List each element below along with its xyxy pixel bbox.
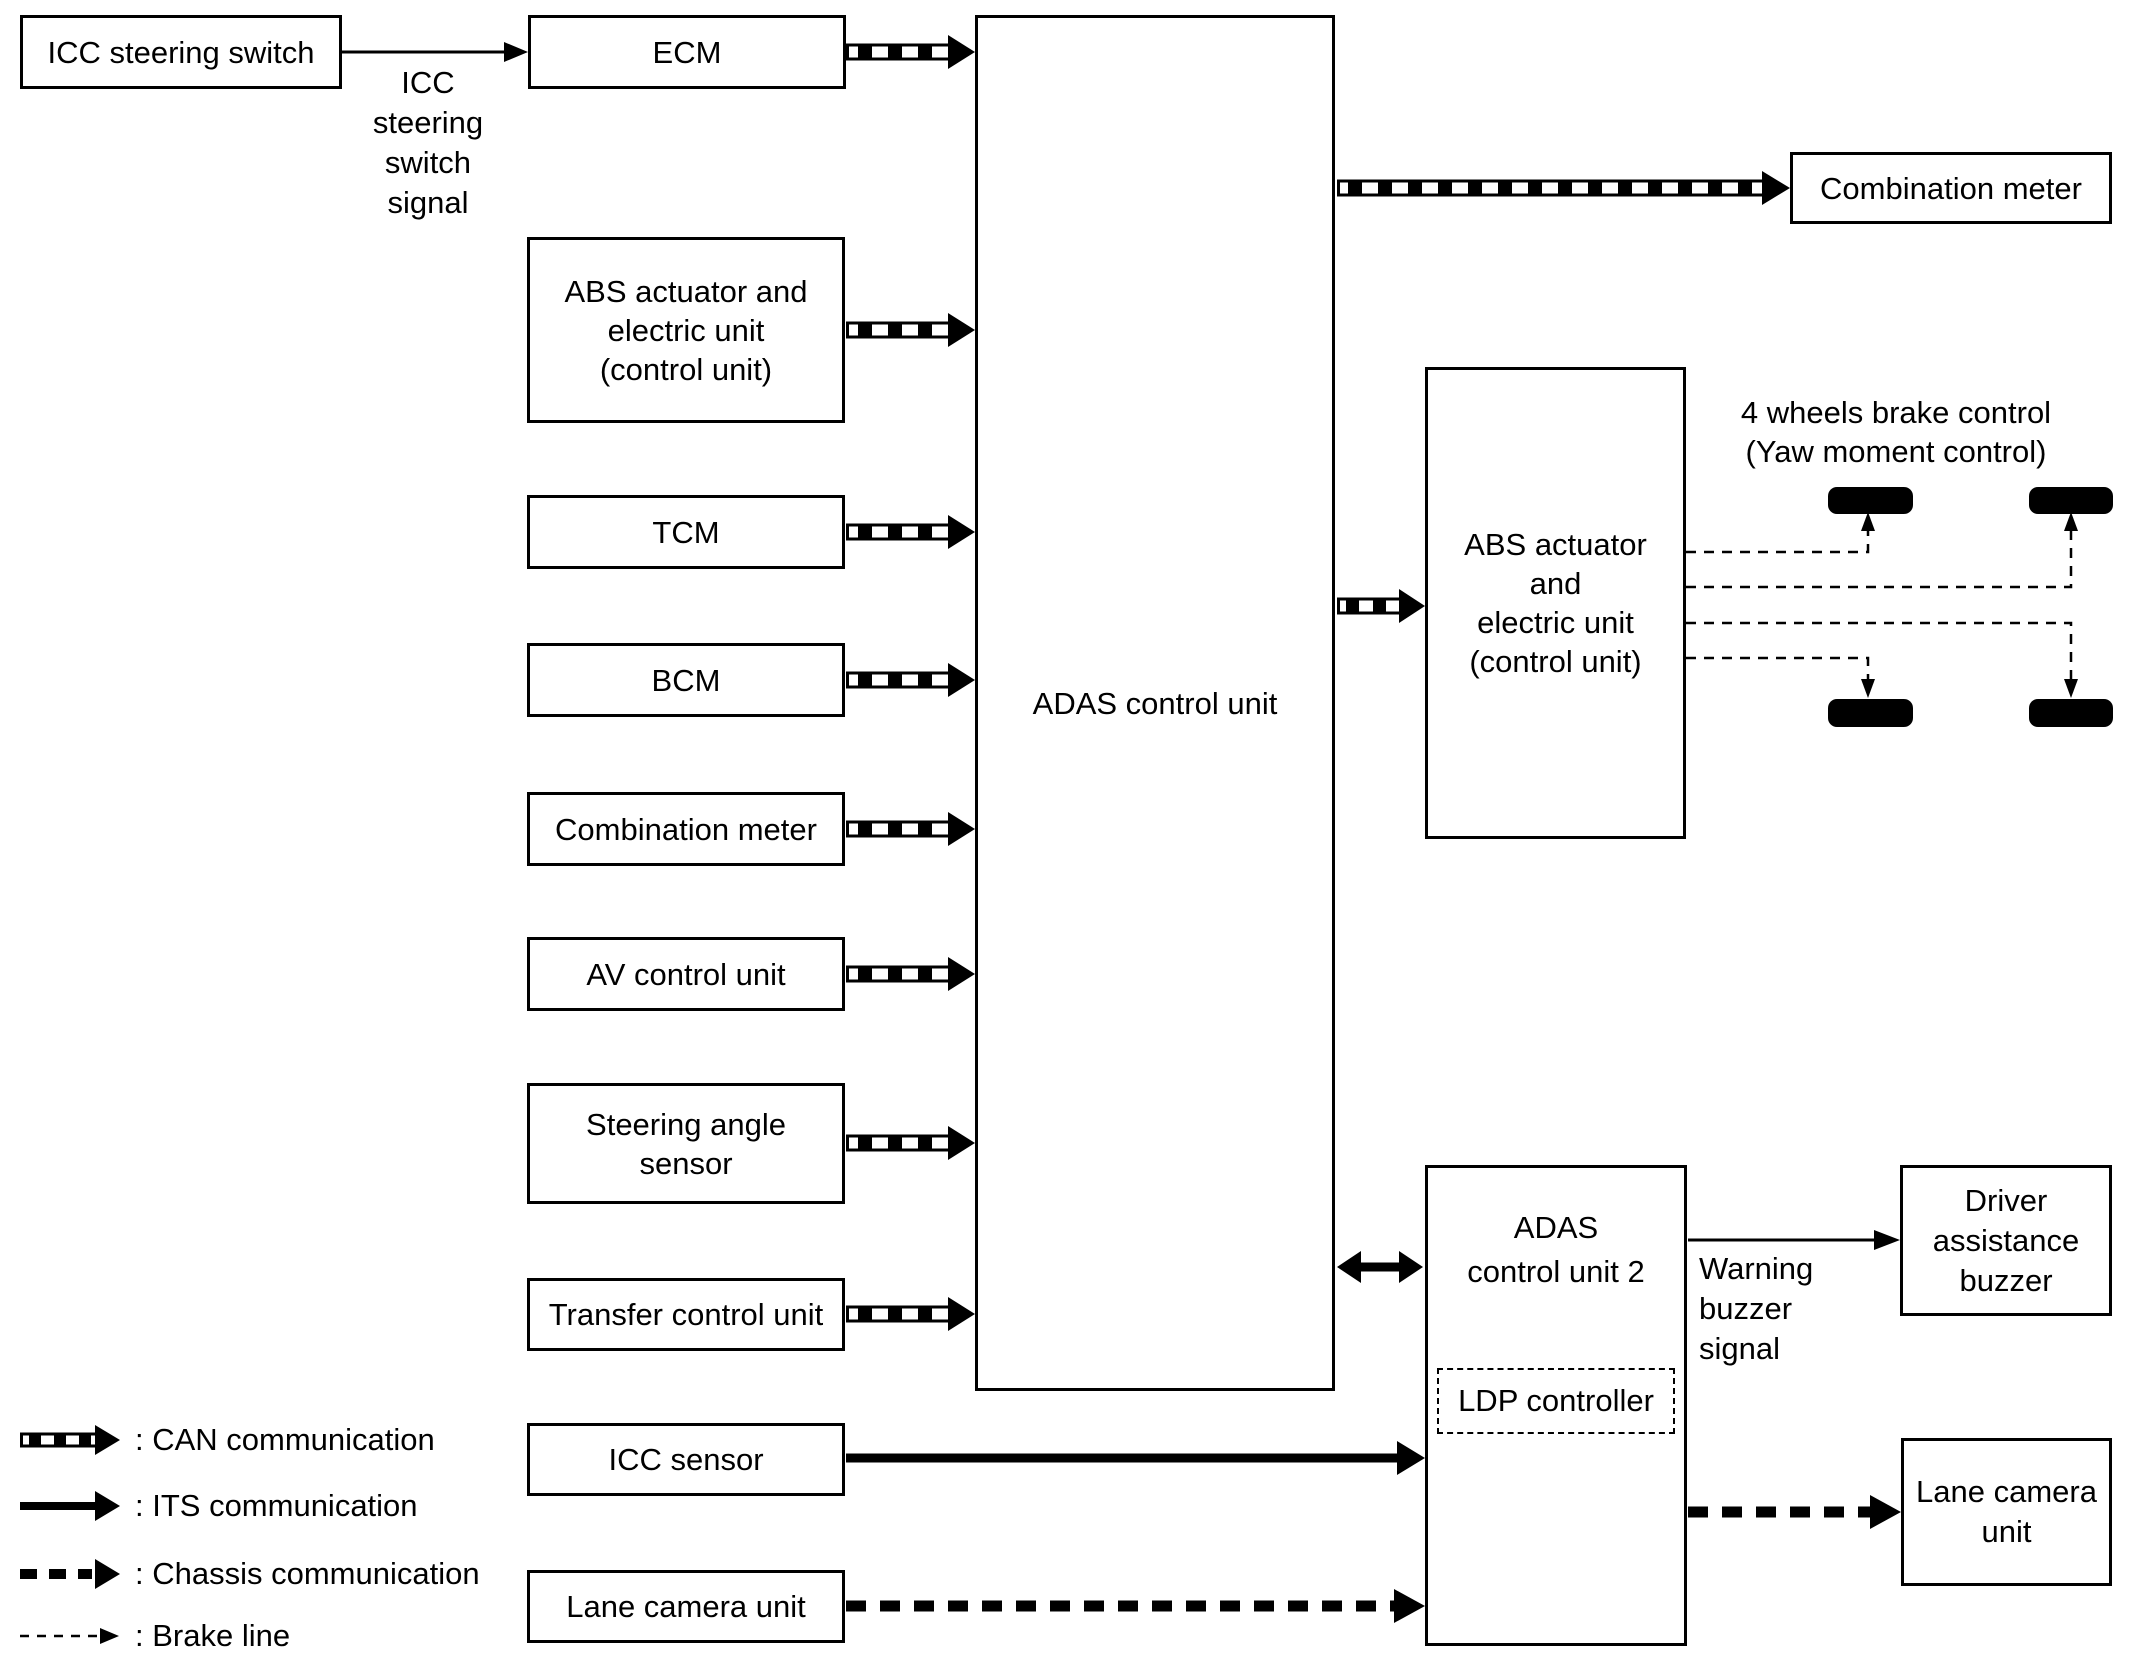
label-line: (Yaw moment control) — [1745, 434, 2047, 469]
box-label: Combination meter — [1820, 170, 2082, 206]
box-steering-angle-sensor: Steering angle sensor — [527, 1083, 845, 1204]
its-arrow-icc-sensor — [846, 1441, 1425, 1475]
legend-item-can: : CAN communication — [135, 1422, 435, 1457]
box-label-line: electric unit — [1477, 605, 1634, 640]
can-arrow-abs-left — [846, 313, 975, 347]
wheel-rear-right-icon — [2029, 699, 2113, 727]
box-label-line: and — [1529, 566, 1582, 601]
label-four-wheels-brake-control: 4 wheels brake control (Yaw moment contr… — [1700, 393, 2092, 471]
box-label: AV control unit — [586, 956, 786, 992]
label-line: switch — [384, 145, 472, 180]
box-label: TCM — [652, 514, 720, 550]
wheel-front-left-icon — [1828, 487, 1913, 514]
box-label: ICC steering switch — [47, 34, 315, 70]
brake-line-rear-right — [1686, 621, 2078, 698]
legend-item-chassis: : Chassis communication — [135, 1556, 480, 1591]
label-warning-buzzer-signal: Warning buzzer signal — [1699, 1249, 1909, 1369]
box-label-line: buzzer — [1959, 1262, 2053, 1298]
box-label: BCM — [651, 662, 721, 698]
legend-brake-line-icon — [20, 1628, 119, 1644]
box-label: Transfer control unit — [548, 1297, 824, 1332]
box-label-line: assistance — [1932, 1222, 2080, 1258]
can-arrow-to-combination-meter-right — [1337, 171, 1790, 205]
can-arrow-transfer-control-unit — [846, 1297, 975, 1331]
box-label-line: (control unit) — [599, 351, 773, 387]
box-label-line: (control unit) — [1469, 644, 1642, 679]
label-icc-steering-switch-signal: ICC steering switch signal — [330, 63, 526, 223]
box-label: ECM — [652, 34, 722, 70]
brake-line-front-right — [1686, 512, 2078, 589]
wheel-front-right-icon — [2029, 487, 2113, 514]
box-label: Combination meter — [555, 811, 817, 847]
can-arrow-combination-meter — [846, 812, 975, 846]
box-lane-camera-unit-right: Lane camera unit — [1901, 1438, 2112, 1586]
box-label-line: Steering angle — [586, 1106, 786, 1142]
legend-chassis-arrow-icon — [20, 1559, 120, 1589]
box-label: Lane camera unit — [566, 1589, 806, 1624]
can-arrow-bcm — [846, 663, 975, 697]
box-label-line: control unit 2 — [1467, 1254, 1645, 1289]
box-label-line: unit — [1981, 1514, 2032, 1549]
can-arrow-to-abs-right — [1337, 589, 1425, 623]
box-label: LDP controller — [1458, 1383, 1654, 1418]
box-adas-control-unit: ADAS control unit — [975, 15, 1335, 1391]
box-icc-sensor: ICC sensor — [527, 1423, 845, 1496]
box-label-line: ABS actuator — [1464, 527, 1647, 562]
label-line: 4 wheels brake control — [1740, 395, 2052, 430]
label-line: signal — [1699, 1331, 1780, 1366]
brake-line-rear-left — [1686, 656, 1875, 698]
box-label-line: ADAS — [1513, 1210, 1599, 1245]
can-arrow-ecm — [846, 35, 975, 69]
box-abs-actuator-right: ABS actuator and electric unit (control … — [1425, 367, 1686, 839]
legend-item-brake: : Brake line — [135, 1618, 291, 1653]
box-ecm: ECM — [528, 15, 846, 89]
box-av-control-unit: AV control unit — [527, 937, 845, 1011]
double-arrow-adas-adas2 — [1337, 1251, 1423, 1283]
can-arrow-steering-angle-sensor — [846, 1126, 975, 1160]
box-label-line: Driver — [1964, 1182, 2048, 1218]
box-bcm: BCM — [527, 643, 845, 717]
chassis-arrow-lane-camera — [846, 1589, 1425, 1623]
label-line: steering — [372, 105, 484, 140]
box-label-line: Lane camera — [1916, 1474, 2097, 1509]
label-line: signal — [387, 185, 469, 220]
box-driver-assistance-buzzer: Driver assistance buzzer — [1900, 1165, 2112, 1316]
box-label: ADAS control unit — [1032, 685, 1278, 721]
label-line: buzzer — [1699, 1291, 1793, 1326]
box-transfer-control-unit: Transfer control unit — [527, 1278, 845, 1351]
signal-arrow-icc-steering — [342, 42, 528, 62]
can-arrow-tcm — [846, 515, 975, 549]
box-icc-steering-switch: ICC steering switch — [20, 15, 342, 89]
chassis-arrow-to-lane-camera-right — [1688, 1495, 1901, 1529]
box-label-line: electric unit — [607, 312, 765, 348]
legend-can-arrow-icon — [20, 1425, 120, 1455]
brake-line-front-left — [1686, 512, 1875, 554]
wheel-rear-left-icon — [1828, 699, 1913, 727]
label-line: ICC — [401, 65, 455, 100]
box-ldp-controller: LDP controller — [1437, 1368, 1675, 1434]
box-label: ICC sensor — [608, 1442, 764, 1477]
box-label-line: ABS actuator and — [564, 273, 808, 309]
buzzer-signal-arrow — [1688, 1230, 1900, 1250]
box-label-line: sensor — [639, 1145, 733, 1181]
label-line: Warning — [1699, 1251, 1814, 1286]
box-lane-camera-unit-left: Lane camera unit — [527, 1570, 845, 1643]
legend-item-its: : ITS communication — [135, 1488, 418, 1523]
box-tcm: TCM — [527, 495, 845, 569]
legend-its-arrow-icon — [20, 1491, 120, 1521]
box-combination-meter-right: Combination meter — [1790, 152, 2112, 224]
box-combination-meter-left: Combination meter — [527, 792, 845, 866]
box-abs-actuator-left: ABS actuator and electric unit (control … — [527, 237, 845, 423]
can-arrow-av-control-unit — [846, 957, 975, 991]
